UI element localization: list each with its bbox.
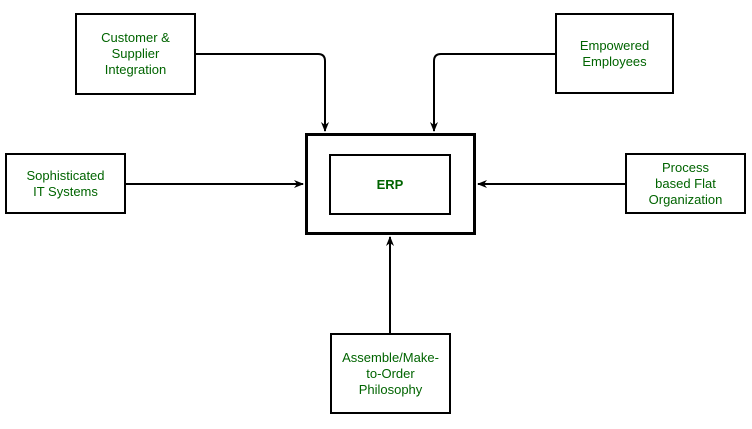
node-label: Assemble/Make- to-Order Philosophy	[342, 349, 439, 397]
arrow-empowered-to-erp	[430, 53, 555, 132]
node-customer-supplier-integration: Customer & Supplier Integration	[75, 13, 196, 95]
erp-inner-box: ERP	[329, 154, 451, 215]
erp-label: ERP	[376, 177, 404, 192]
node-label: Sophisticated IT Systems	[26, 167, 105, 199]
node-label: Empowered Employees	[579, 37, 650, 69]
node-sophisticated-it-systems: Sophisticated IT Systems	[5, 153, 126, 214]
node-assemble-make-to-order-philosophy: Assemble/Make- to-Order Philosophy	[330, 333, 451, 414]
node-label: Customer & Supplier Integration	[101, 30, 170, 77]
node-process-based-flat-organization: Process based Flat Organization	[625, 153, 746, 214]
erp-outer-box	[305, 133, 476, 235]
node-empowered-employees: Empowered Employees	[555, 13, 674, 94]
arrow-customer-to-erp	[196, 53, 329, 132]
node-label: Process based Flat Organization	[648, 159, 723, 207]
